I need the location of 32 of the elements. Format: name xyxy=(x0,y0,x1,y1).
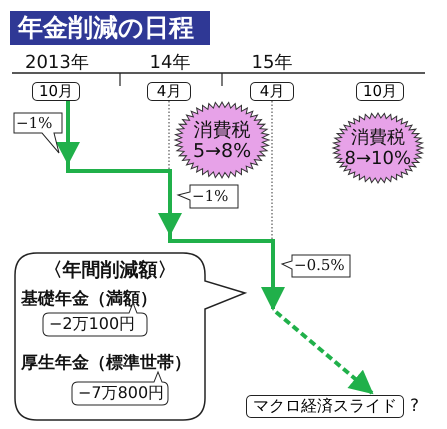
amount-text: −7万800円 xyxy=(78,383,164,404)
percent-text: −0.5% xyxy=(294,256,345,274)
tax-rate: 5→8% xyxy=(193,140,252,162)
speech-bubble xyxy=(13,251,247,422)
tax-label: 消費税 xyxy=(351,126,405,149)
percent-text: −1% xyxy=(192,187,228,205)
dashed-arrow xyxy=(274,310,374,395)
title-banner: 年金削減の日程 xyxy=(10,11,210,45)
year-label: 14年 xyxy=(150,51,190,74)
percent-text: −1% xyxy=(16,114,52,132)
callout-bubble xyxy=(280,253,352,280)
month-box: 10月 xyxy=(32,82,80,101)
question-mark: ? xyxy=(410,396,420,416)
bubble-heading: 〈年間削減額〉 xyxy=(44,258,176,283)
pension-label: 厚生年金（標準世帯） xyxy=(21,352,191,374)
amount-text: −2万100円 xyxy=(49,314,136,335)
year-label: 15年 xyxy=(252,51,292,74)
tax-rate: 8→10% xyxy=(344,148,412,169)
burst-shape xyxy=(174,101,270,179)
callout-bubble xyxy=(12,111,64,155)
pension-label: 基礎年金（満額） xyxy=(21,288,157,310)
month-box: 4月 xyxy=(250,82,294,101)
month-box: マクロ経済スライド xyxy=(246,395,404,418)
callout-bubble xyxy=(176,183,240,211)
dotted-line xyxy=(168,100,170,170)
month-box: 4月 xyxy=(147,82,191,101)
burst-shape xyxy=(332,112,424,184)
month-box: 10月 xyxy=(356,82,404,101)
tax-label: 消費税 xyxy=(194,118,250,142)
year-label: 2013年 xyxy=(25,51,89,74)
step-arrow xyxy=(56,101,285,311)
amount-bubble xyxy=(70,372,170,406)
